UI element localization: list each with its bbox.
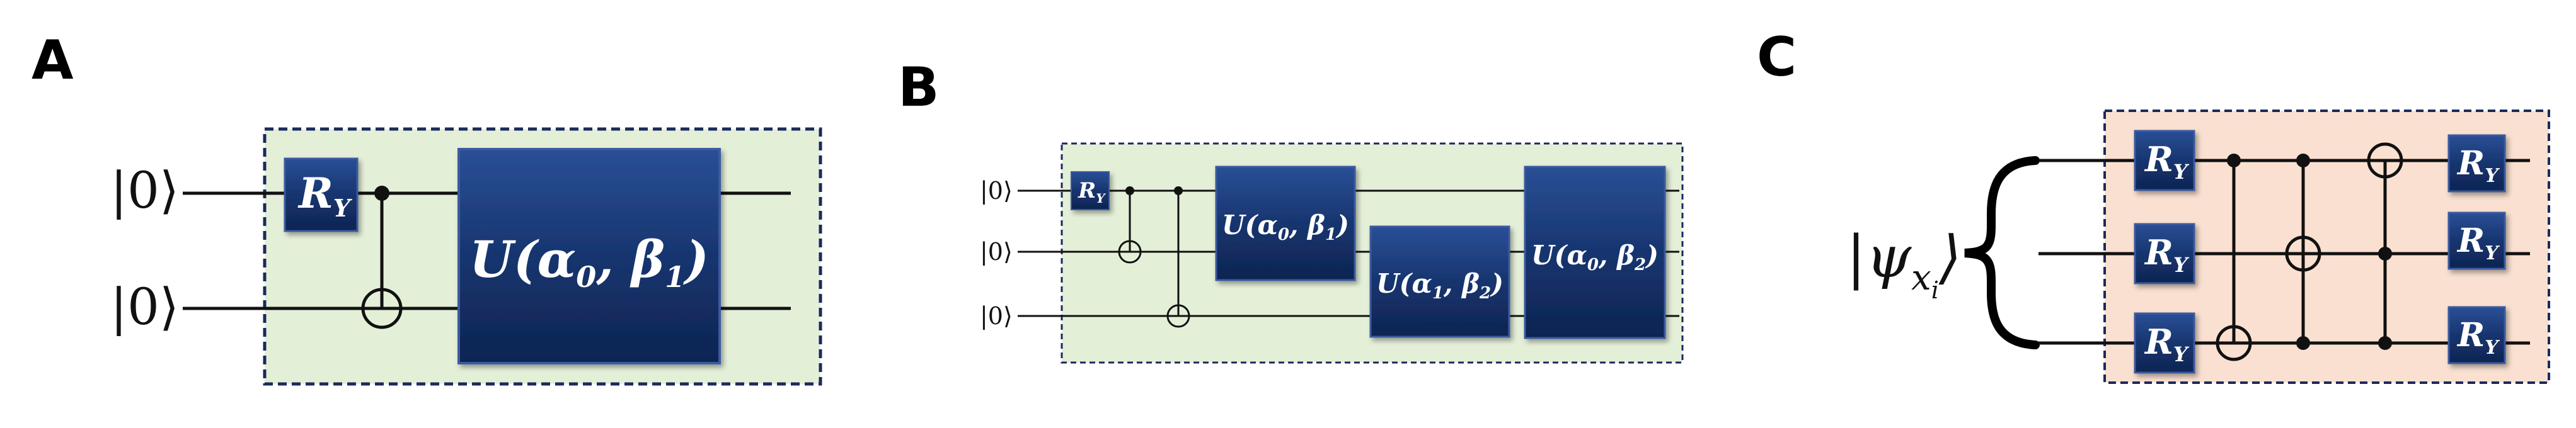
- svg-text:RY: RY: [297, 169, 353, 222]
- svg-text:U(α1, β2): U(α1, β2): [1376, 268, 1504, 303]
- gate-label: R: [2456, 144, 2485, 183]
- input-ket: |0⟩: [980, 302, 1013, 330]
- gate-subscript: Y: [2173, 342, 2190, 366]
- svg-text:RY: RY: [1078, 178, 1106, 206]
- input-ket: |0⟩: [980, 177, 1013, 205]
- ry-gate: RY: [2447, 306, 2506, 364]
- input-ket: |0⟩: [980, 238, 1013, 266]
- ry-gate: RY: [2134, 130, 2195, 191]
- gate-subscript: Y: [333, 194, 353, 222]
- u-gate: U(α0, β2): [1524, 166, 1666, 339]
- u-gate: U(α0, β1): [1215, 166, 1356, 281]
- gate-subscript: Y: [2173, 253, 2190, 277]
- gate-label: R: [297, 169, 333, 218]
- panel-label-b: B: [898, 56, 940, 119]
- gate-subscript: Y: [1096, 191, 1106, 206]
- ry-gate: RY: [1071, 171, 1110, 210]
- ry-gate: RY: [2447, 134, 2506, 193]
- svg-text:RY: RY: [2456, 316, 2500, 359]
- svg-text:U(α0, β1): U(α0, β1): [1222, 210, 1349, 244]
- cnot-gate: [2216, 154, 2252, 361]
- panel-a: A |0⟩ |0⟩ RY U(α0, β1): [32, 29, 822, 386]
- gate-subscript: Y: [2173, 160, 2190, 184]
- svg-text:RY: RY: [2144, 322, 2190, 366]
- gate-label: R: [2456, 222, 2485, 260]
- panel-b: B |0⟩ |0⟩ |0⟩ RY: [898, 56, 1684, 364]
- gate-label: R: [2456, 316, 2485, 354]
- cnot-gate: [1166, 186, 1190, 328]
- gate-label: U(α: [469, 230, 576, 289]
- svg-text:RY: RY: [2144, 232, 2190, 277]
- gate-label: R: [1078, 178, 1096, 203]
- input-ket: |0⟩: [110, 161, 179, 220]
- gate-label: R: [2144, 322, 2173, 362]
- ry-gate: RY: [2447, 211, 2506, 270]
- gate-label: U(α: [1222, 210, 1278, 240]
- ry-gate: RY: [2134, 223, 2195, 284]
- gate-label: R: [2144, 232, 2173, 273]
- svg-text:U(α0, β2): U(α0, β2): [1531, 240, 1659, 274]
- u-gate: U(α1, β2): [1369, 225, 1510, 338]
- cnot-gate: [361, 186, 403, 329]
- panel-label-c: C: [1757, 26, 1797, 89]
- cnot-gate: [2285, 154, 2321, 350]
- svg-text:U(α0, β1): U(α0, β1): [469, 230, 709, 294]
- gate-label: R: [2144, 139, 2173, 179]
- brace-icon: [1964, 156, 2040, 349]
- gate-label: U(α: [1531, 240, 1587, 271]
- state-label: |ψxi⟩: [1846, 223, 1962, 304]
- svg-text:RY: RY: [2456, 222, 2500, 264]
- gate-subscript: Y: [2485, 242, 2500, 264]
- svg-text:RY: RY: [2456, 144, 2500, 187]
- cnot-gate: [2367, 142, 2403, 350]
- gate-subscript: Y: [2485, 165, 2500, 187]
- svg-text:RY: RY: [2144, 139, 2190, 184]
- gate-subscript: Y: [2485, 337, 2500, 359]
- panel-c: C |ψxi⟩ RY RY RY: [1757, 26, 2550, 384]
- u-gate: U(α0, β1): [457, 148, 721, 364]
- ry-gate: RY: [284, 157, 359, 232]
- gate-label: U(α: [1376, 268, 1432, 299]
- input-ket: |0⟩: [110, 278, 179, 336]
- ry-gate: RY: [2134, 312, 2195, 374]
- cnot-gate: [1118, 186, 1142, 264]
- panel-label-a: A: [32, 29, 74, 92]
